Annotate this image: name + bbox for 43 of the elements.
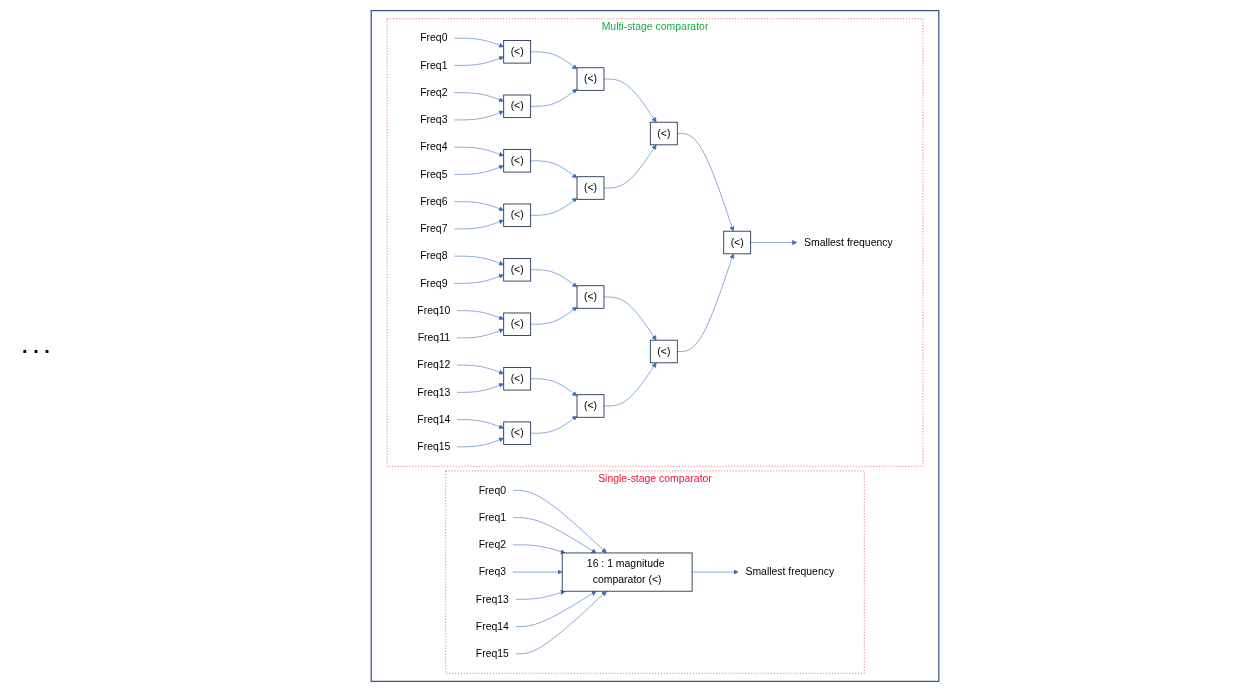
node-text: Freq15 [475,647,509,660]
node-text: Freq6 [420,195,448,208]
node-text: Freq0 [420,32,448,44]
node-text: Freq2 [478,538,506,551]
node-text: Freq3 [420,113,448,126]
node-box: (<) [576,285,605,309]
node-text: Freq14 [417,413,451,426]
node-text: Freq15 [417,440,451,453]
node-text: Freq14 [475,620,509,633]
node-box: (<) [503,367,532,391]
node-box: (<) [503,312,532,336]
node-text: Freq4 [420,141,448,153]
node-text: Smallest frequency [803,236,893,249]
node-text: Freq7 [420,222,448,235]
node-text: Freq9 [420,277,448,289]
node-box: (<) [503,421,532,445]
node-box: (<) [649,339,678,364]
node-box: (<) [503,40,532,64]
node-text: Freq5 [420,168,448,180]
node-box: (<) [503,94,532,119]
node-text: Freq2 [420,86,448,99]
node-box: (<) [576,394,605,418]
node-text: Freq13 [417,386,451,398]
node-text: Freq12 [417,359,451,371]
node-box: (<) [576,176,605,200]
node-text: Freq8 [420,250,448,262]
node-box: (<) [503,258,532,282]
node-text: Freq10 [417,304,451,317]
node-text: Smallest frequency [745,566,835,578]
node-text: Freq0 [478,484,506,496]
cluster [370,10,940,682]
node-text: Freq1 [420,59,448,71]
node-box: (<) [576,67,605,91]
node-box: (<) [649,121,678,146]
node-text: Freq3 [478,566,506,578]
node-text: Freq11 [417,331,450,344]
node-box: (<) [723,230,752,255]
node-box: 16 : 1 magnitude comparator (<) [561,552,693,592]
ellipsis-label: . . . [21,334,51,358]
node-box: (<) [503,149,532,173]
node-text: Freq1 [478,511,506,524]
node-box: (<) [503,203,532,227]
node-text: Freq13 [475,593,509,605]
